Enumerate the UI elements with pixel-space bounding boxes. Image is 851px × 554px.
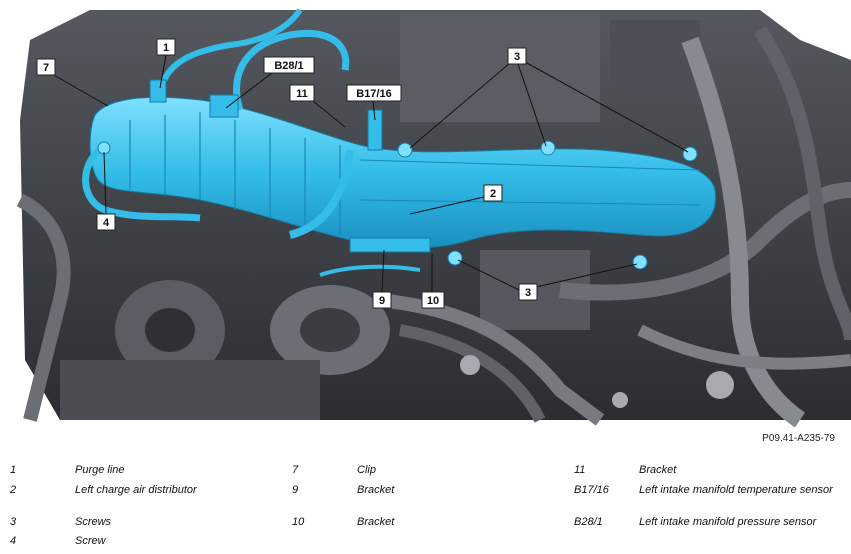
engine-illustration: 1 7 B28/1 11 B17/16 3 2 4 9: [16, 8, 851, 428]
legend-number: 2: [10, 484, 17, 496]
callout-11: 11: [289, 84, 346, 128]
legend-number: 11: [574, 464, 586, 476]
svg-text:1: 1: [163, 42, 169, 54]
callout-7: 7: [36, 58, 109, 107]
legend-number: B17/16: [574, 484, 609, 496]
legend-number: 9: [292, 484, 299, 496]
svg-text:2: 2: [490, 188, 496, 200]
svg-text:7: 7: [43, 62, 49, 74]
legend-description: Bracket: [357, 484, 395, 496]
svg-text:3: 3: [514, 51, 520, 63]
figure-code: P09.41-A235-79: [762, 433, 835, 444]
callout-2: 2: [409, 184, 503, 215]
legend-description: Screws: [75, 516, 112, 528]
charge-air-distributor-highlight: [82, 8, 717, 277]
legend-description: Left intake manifold pressure sensor: [639, 516, 817, 528]
callout-3-bottom: 3: [457, 259, 638, 301]
callout-4: 4: [96, 151, 116, 231]
callout-1: 1: [156, 38, 176, 89]
legend-description: Bracket: [357, 516, 395, 528]
callout-9: 9: [372, 249, 392, 309]
svg-text:4: 4: [103, 217, 110, 229]
callout-b17-16: B17/16: [346, 84, 402, 121]
legend-number: 1: [10, 464, 17, 476]
legend-number: 3: [10, 516, 17, 528]
svg-text:3: 3: [525, 287, 531, 299]
callout-3-top: 3: [409, 47, 689, 153]
legend-number: 4: [10, 535, 17, 547]
legend-description: Left charge air distributor: [75, 484, 197, 496]
svg-text:11: 11: [296, 88, 308, 100]
callout-b28-1: B28/1: [225, 56, 315, 109]
svg-text:B28/1: B28/1: [274, 60, 303, 72]
legend-description: Screw: [75, 535, 106, 547]
legend-description: Clip: [357, 464, 376, 476]
svg-text:10: 10: [427, 295, 439, 307]
legend-number: 10: [292, 516, 305, 528]
legend-number: B28/1: [574, 516, 603, 528]
callout-10: 10: [421, 254, 445, 309]
svg-text:9: 9: [379, 295, 385, 307]
svg-text:B17/16: B17/16: [356, 88, 391, 100]
legend-number: 7: [292, 464, 299, 476]
legend-description: Purge line: [75, 464, 125, 476]
legend-description: Bracket: [639, 464, 677, 476]
legend-description: Left intake manifold temperature sensor: [639, 484, 833, 496]
